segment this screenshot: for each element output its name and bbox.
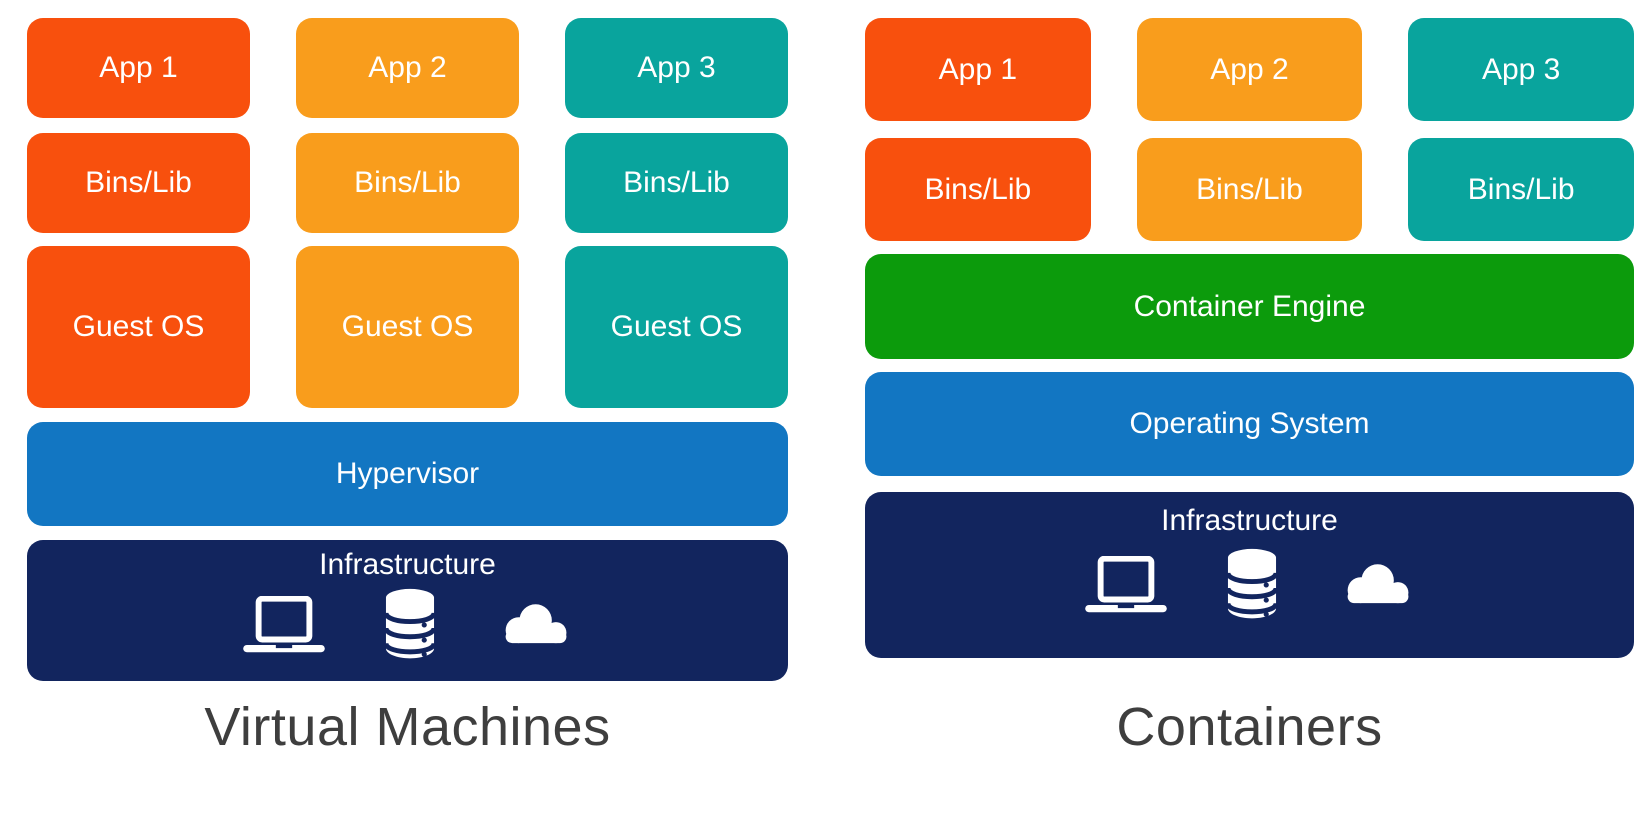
cloud-icon [1337,561,1415,608]
vm-guestos3-box: Guest OS [565,246,788,408]
vm-bins1-box: Bins/Lib [27,133,250,233]
database-icon [1225,548,1279,621]
containers-app-row: App 1 App 2 App 3 [865,18,1634,121]
containers-app1-box: App 1 [865,18,1091,121]
containers-infrastructure-label: Infrastructure [1161,504,1338,537]
vm-stack: App 1 App 2 App 3 Bins/Lib Bins/Lib Bins… [27,0,788,835]
containers-bins2-box: Bins/Lib [1136,138,1363,241]
containers-app3-box: App 3 [1408,18,1634,121]
containers-title: Containers [1116,697,1383,757]
vm-bins-row: Bins/Lib Bins/Lib Bins/Lib [27,133,788,233]
vm-infrastructure-bar: Infrastructure [27,540,788,681]
vm-bins2-box: Bins/Lib [296,133,519,233]
containers-app2-box: App 2 [1136,18,1363,121]
container-engine-bar: Container Engine [865,254,1634,359]
vm-app-row: App 1 App 2 App 3 [27,18,788,118]
vm-app2-box: App 2 [296,18,519,118]
vm-infrastructure-icons [243,588,573,661]
vm-guestos1-box: Guest OS [27,246,250,408]
containers-stack: App 1 App 2 App 3 Bins/Lib Bins/Lib Bins… [865,0,1634,835]
vm-guestos-row: Guest OS Guest OS Guest OS [27,246,788,408]
database-icon [383,588,437,661]
cloud-icon [495,601,573,648]
containers-infrastructure-icons [1085,548,1415,621]
hypervisor-bar: Hypervisor [27,422,788,526]
vm-title: Virtual Machines [204,697,611,757]
operating-system-bar: Operating System [865,372,1634,476]
laptop-icon [243,596,325,654]
containers-bins3-box: Bins/Lib [1408,138,1634,241]
containers-bins1-box: Bins/Lib [865,138,1091,241]
vm-guestos2-box: Guest OS [296,246,519,408]
containers-infrastructure-bar: Infrastructure [865,492,1634,658]
laptop-icon [1085,556,1167,614]
vm-app3-box: App 3 [565,18,788,118]
vm-infrastructure-label: Infrastructure [319,548,496,581]
containers-bins-row: Bins/Lib Bins/Lib Bins/Lib [865,138,1634,241]
vm-app1-box: App 1 [27,18,250,118]
vm-bins3-box: Bins/Lib [565,133,788,233]
